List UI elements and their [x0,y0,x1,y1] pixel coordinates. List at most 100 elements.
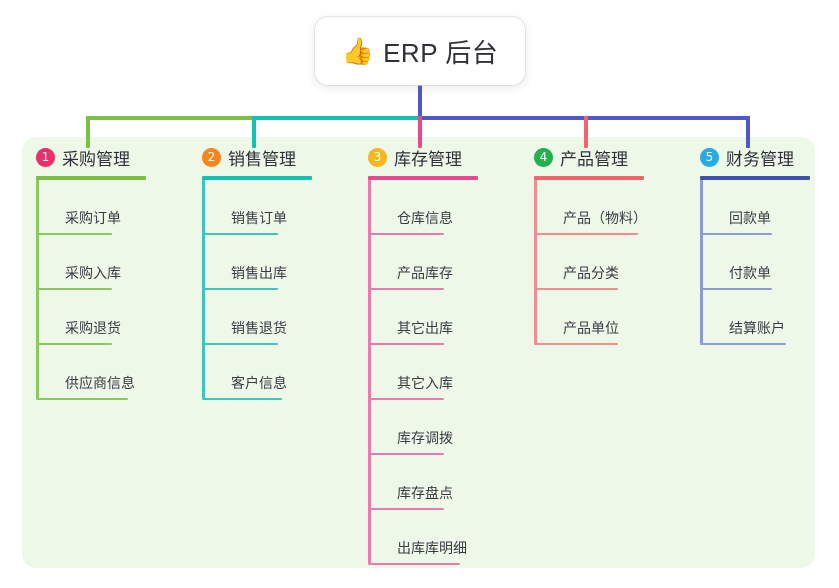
leaf-label: 客户信息 [231,375,287,391]
leaf-rule [368,453,444,455]
leaf-rule [368,343,444,345]
leaf-label: 销售出库 [231,265,287,281]
leaf-rule [202,343,278,345]
leaf-label: 付款单 [729,265,771,281]
leaf-rule [368,288,444,290]
connector-drop-finance [746,116,750,148]
leaf-rule [700,343,786,345]
leaf-item[interactable]: 供应商信息 [36,345,146,400]
leaf-item[interactable]: 库存调拨 [368,400,478,455]
leaf-item[interactable]: 产品分类 [534,235,647,290]
leaf-label: 库存调拨 [397,430,453,446]
connector-drop-purchase [86,116,90,148]
leaf-label: 销售订单 [231,210,287,226]
root-node[interactable]: 👍 ERP 后台 [315,17,525,85]
leaf-spine-finance [700,180,703,343]
diagram-background-panel [22,137,815,568]
leaf-rule [534,233,638,235]
thumbs-up-icon: 👍 [341,36,375,66]
column-header-purchase[interactable]: 1 采购管理 [36,145,146,169]
connector-drop-product [584,116,588,148]
leaf-item[interactable]: 库存盘点 [368,455,478,510]
leaf-item[interactable]: 其它入库 [368,345,478,400]
column-title-product: 产品管理 [560,149,628,169]
leaf-label: 产品分类 [563,265,619,281]
leaf-label: 其它出库 [397,320,453,336]
column-badge-stock: 3 [368,147,387,167]
column-title-sales: 销售管理 [228,149,296,169]
leaf-item[interactable]: 客户信息 [202,345,312,400]
leaf-list-product: 产品（物料） 产品分类产品单位 [534,180,647,345]
leaf-rule [36,288,112,290]
leaf-spine-stock [368,180,371,563]
leaf-spine-product [534,180,537,343]
leaf-item[interactable]: 回款单 [700,180,810,235]
leaf-item[interactable]: 其它出库 [368,290,478,345]
connector-drop-stock [418,116,422,148]
leaf-label: 产品单位 [563,320,619,336]
column-rule-stock [368,176,478,180]
leaf-item[interactable]: 结算账户 [700,290,810,345]
connector-root-stem [418,85,422,118]
column-rule-finance [700,176,810,180]
leaf-rule [368,233,444,235]
column-title-purchase: 采购管理 [62,149,130,169]
leaf-item[interactable]: 出库库明细 [368,510,478,565]
column-product: 4 产品管理产品（物料） 产品分类产品单位 [534,145,647,345]
leaf-label: 回款单 [729,210,771,226]
leaf-item[interactable]: 采购退货 [36,290,146,345]
leaf-item[interactable]: 产品单位 [534,290,647,345]
column-header-stock[interactable]: 3 库存管理 [368,145,478,169]
leaf-rule [36,233,112,235]
leaf-label: 采购入库 [65,265,121,281]
leaf-item[interactable]: 采购入库 [36,235,146,290]
leaf-label: 销售退货 [231,320,287,336]
leaf-list-purchase: 采购订单采购入库采购退货供应商信息 [36,180,146,400]
leaf-rule [368,508,444,510]
column-badge-sales: 2 [202,147,221,167]
column-header-sales[interactable]: 2 销售管理 [202,145,312,169]
column-badge-product: 4 [534,147,553,167]
leaf-item[interactable]: 销售退货 [202,290,312,345]
leaf-item[interactable]: 付款单 [700,235,810,290]
leaf-list-sales: 销售订单销售出库销售退货客户信息 [202,180,312,400]
leaf-label: 库存盘点 [397,485,453,501]
leaf-item[interactable]: 产品（物料） [534,180,647,235]
column-stock: 3 库存管理仓库信息产品库存其它出库其它入库库存调拨库存盘点出库库明细 [368,145,478,565]
leaf-rule [368,563,460,565]
leaf-label: 采购订单 [65,210,121,226]
column-badge-purchase: 1 [36,147,55,167]
leaf-rule [534,343,618,345]
leaf-list-stock: 仓库信息产品库存其它出库其它入库库存调拨库存盘点出库库明细 [368,180,478,565]
leaf-label: 供应商信息 [65,375,135,391]
column-sales: 2 销售管理销售订单销售出库销售退货客户信息 [202,145,312,400]
leaf-rule [202,398,282,400]
leaf-rule [202,288,278,290]
leaf-label: 出库库明细 [397,540,467,556]
leaf-rule [368,398,444,400]
leaf-rule [534,288,618,290]
column-badge-finance: 5 [700,147,719,167]
leaf-label: 其它入库 [397,375,453,391]
connector-drop-sales [252,116,256,148]
leaf-label: 仓库信息 [397,210,453,226]
column-header-product[interactable]: 4 产品管理 [534,145,647,169]
leaf-rule [36,398,128,400]
leaf-rule [700,233,772,235]
column-rule-sales [202,176,312,180]
leaf-item[interactable]: 采购订单 [36,180,146,235]
column-purchase: 1 采购管理采购订单采购入库采购退货供应商信息 [36,145,146,400]
leaf-item[interactable]: 销售出库 [202,235,312,290]
leaf-rule [202,233,278,235]
connector-bus-teal [252,116,419,120]
column-rule-purchase [36,176,146,180]
leaf-item[interactable]: 仓库信息 [368,180,478,235]
leaf-label: 产品（物料） [563,210,647,226]
leaf-item[interactable]: 产品库存 [368,235,478,290]
column-title-stock: 库存管理 [394,149,462,169]
leaf-item[interactable]: 销售订单 [202,180,312,235]
leaf-list-finance: 回款单付款单结算账户 [700,180,810,345]
